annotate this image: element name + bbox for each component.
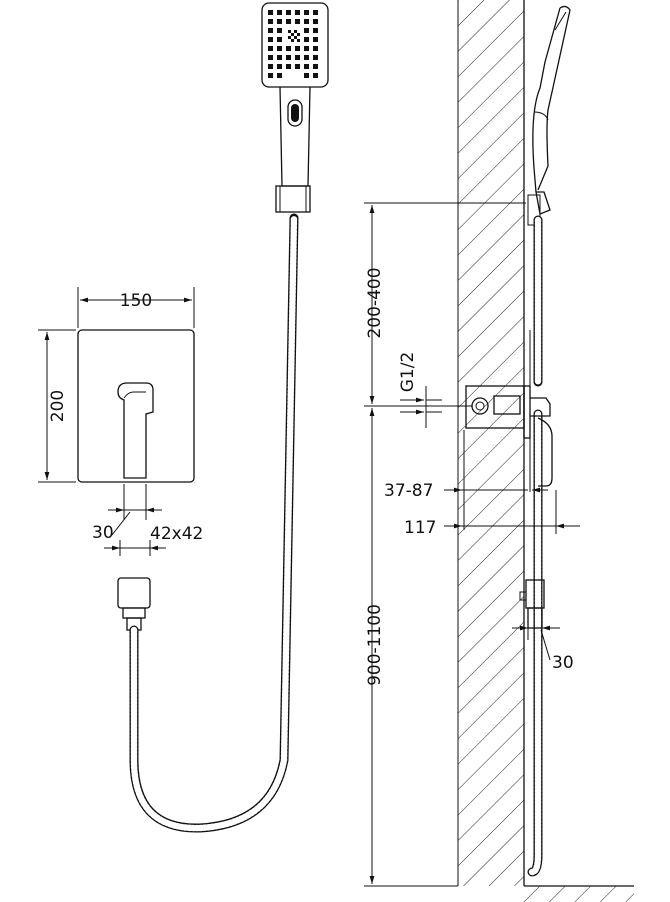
dimension-projection: 117 bbox=[404, 490, 580, 538]
dimension-outlet-width: 30 bbox=[512, 618, 574, 673]
side-hose bbox=[527, 215, 543, 877]
plate-width-label: 150 bbox=[120, 291, 152, 311]
mixer-body-side bbox=[463, 330, 553, 530]
install-depth-label: 37-87 bbox=[384, 481, 433, 501]
valve-height-label: 900-1100 bbox=[365, 604, 385, 686]
floor-section bbox=[524, 885, 634, 902]
holder-size-label: 42x42 bbox=[150, 524, 203, 544]
hand-shower-side bbox=[527, 5, 571, 226]
mixer-cover-plate bbox=[77, 329, 195, 483]
dimension-thread: G1/2 bbox=[398, 352, 466, 428]
dimension-plate-height: 200 bbox=[38, 329, 76, 483]
shower-height-label: 200-400 bbox=[365, 267, 385, 338]
dimension-lever-width: 30 bbox=[92, 484, 162, 543]
hand-shower-front bbox=[261, 2, 329, 213]
projection-label: 117 bbox=[404, 518, 436, 538]
dimension-heights: 200-400 900-1100 bbox=[364, 202, 526, 887]
dimension-plate-width: 150 bbox=[77, 287, 195, 328]
wall-section bbox=[457, 0, 525, 886]
shower-hose bbox=[129, 213, 299, 833]
plate-height-label: 200 bbox=[48, 390, 68, 422]
dimension-holder-size: 42x42 bbox=[104, 524, 203, 556]
dimension-install-depth: 37-87 bbox=[384, 481, 548, 501]
outlet-width-label: 30 bbox=[552, 653, 574, 673]
thread-label: G1/2 bbox=[398, 352, 418, 393]
lever-width-label: 30 bbox=[92, 523, 114, 543]
wall-outlet-connector bbox=[117, 577, 151, 631]
spray-nozzles bbox=[268, 10, 318, 78]
